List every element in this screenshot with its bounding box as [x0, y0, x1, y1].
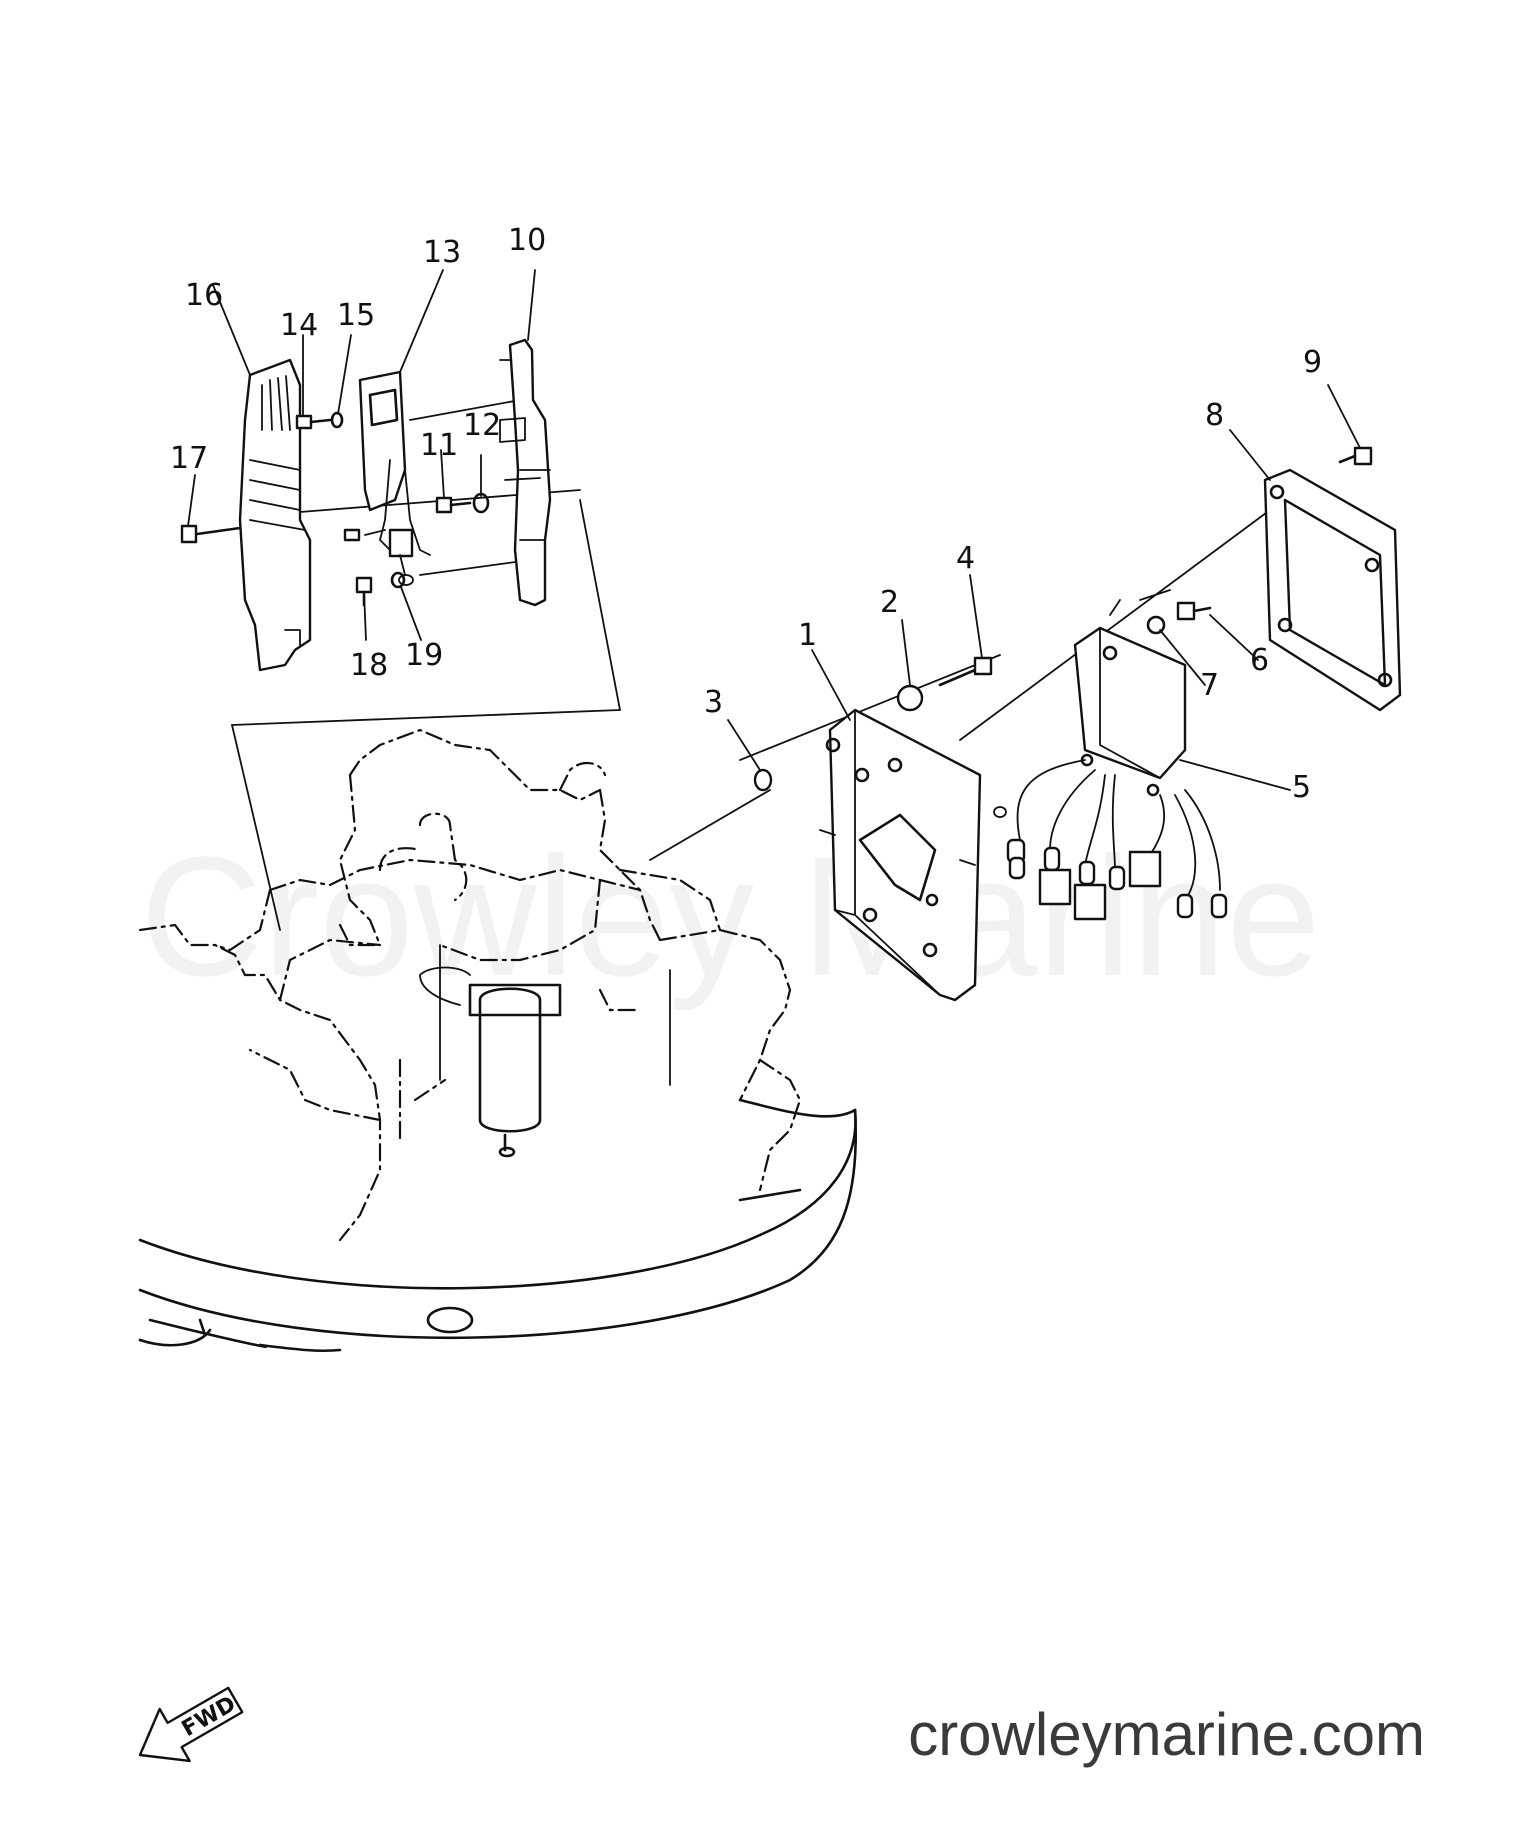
fwd-arrow: FWD [138, 1686, 244, 1763]
callout-1: 1 [798, 618, 817, 653]
callout-18: 18 [350, 648, 388, 683]
right-assembly [753, 446, 1402, 1002]
callout-12: 12 [463, 408, 501, 443]
callout-4: 4 [956, 541, 975, 576]
assembly-lines [231, 399, 1271, 931]
callout-3: 3 [704, 685, 723, 720]
watermark-text: Crowley Marine [140, 822, 1321, 1012]
site-url: crowleymarine.com [908, 1701, 1425, 1768]
callout-leaders [187, 269, 1361, 791]
callout-11: 11 [420, 428, 458, 463]
callout-2: 2 [880, 585, 899, 620]
callout-labels: 1 2 3 4 5 6 7 8 9 10 13 16 14 15 11 12 1… [170, 223, 1322, 805]
callout-8: 8 [1205, 398, 1224, 433]
callout-14: 14 [280, 308, 318, 343]
callout-17: 17 [170, 441, 208, 476]
callout-19: 19 [405, 638, 443, 673]
callout-5: 5 [1292, 770, 1311, 805]
left-assembly [180, 338, 552, 672]
engine-base-outline [138, 728, 857, 1353]
callout-6: 6 [1250, 643, 1269, 678]
callout-10: 10 [508, 223, 546, 258]
callout-7: 7 [1200, 668, 1219, 703]
callout-11-13: 13 [423, 235, 461, 270]
callout-9: 9 [1303, 345, 1322, 380]
callout-15: 15 [337, 298, 375, 333]
callout-16: 16 [185, 278, 223, 313]
